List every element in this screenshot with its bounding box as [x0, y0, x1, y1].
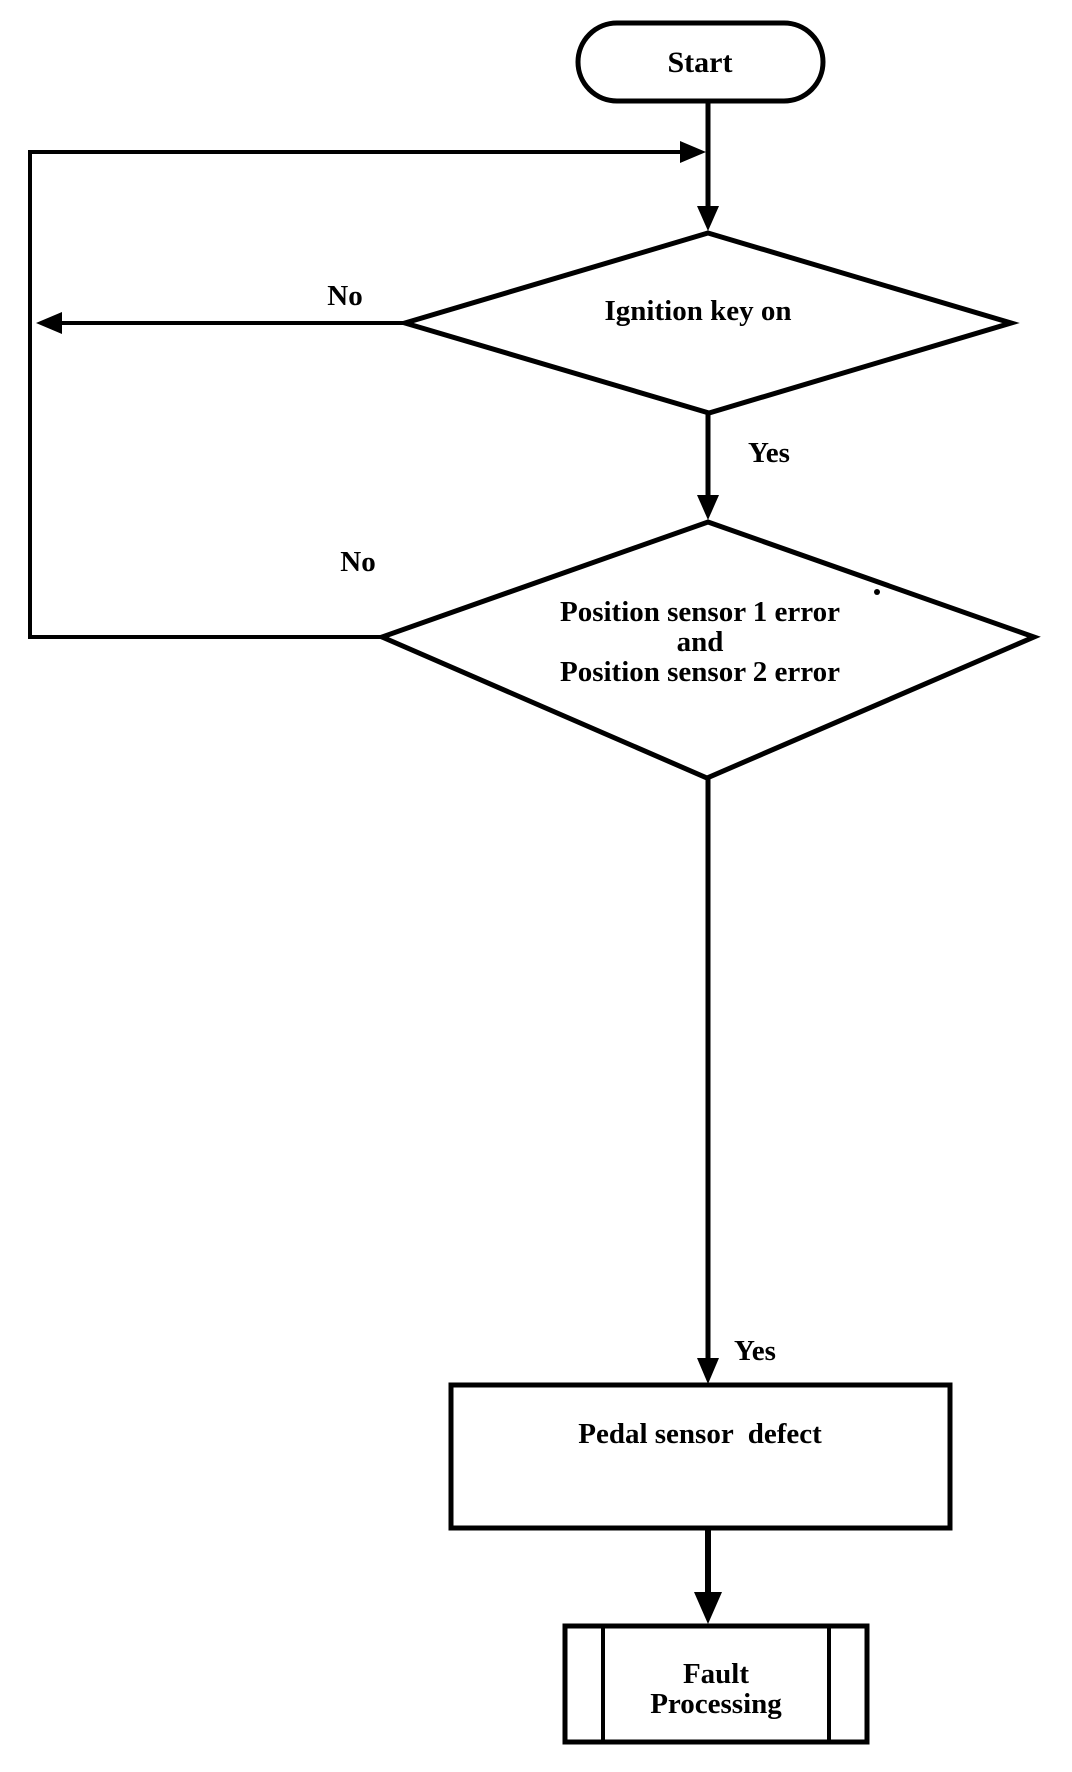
sensor-no-label: No [340, 546, 375, 578]
stray-dot [874, 589, 880, 595]
sensor-yes-label: Yes [734, 1335, 776, 1367]
sensor-decision-line-2: and [677, 626, 724, 658]
arrowhead-down-icon [694, 1592, 722, 1624]
sensor-decision-line-3: Position sensor 2 error [560, 656, 840, 688]
fault-processing-node [562, 1623, 870, 1745]
pedal-defect-label: Pedal sensor defect [578, 1418, 822, 1450]
ignition-no-label: No [327, 280, 362, 312]
arrowhead-down-icon [697, 1358, 719, 1384]
pedal-defect-node [448, 1382, 953, 1531]
start-label: Start [668, 46, 733, 79]
ignition-yes-label: Yes [748, 437, 790, 469]
arrowhead-down-icon [697, 495, 719, 520]
fault-processing-line-2: Processing [650, 1688, 782, 1720]
start-node [575, 20, 826, 104]
sensor-decision-line-1: Position sensor 1 error [560, 596, 840, 628]
fault-processing-line-1: Fault [683, 1658, 749, 1690]
arrowhead-right-icon [680, 141, 706, 163]
arrowhead-down-icon [697, 206, 719, 231]
feedback-loop-line [28, 150, 684, 639]
arrowhead-left-icon [36, 312, 62, 334]
ignition-decision-label: Ignition key on [605, 295, 792, 327]
